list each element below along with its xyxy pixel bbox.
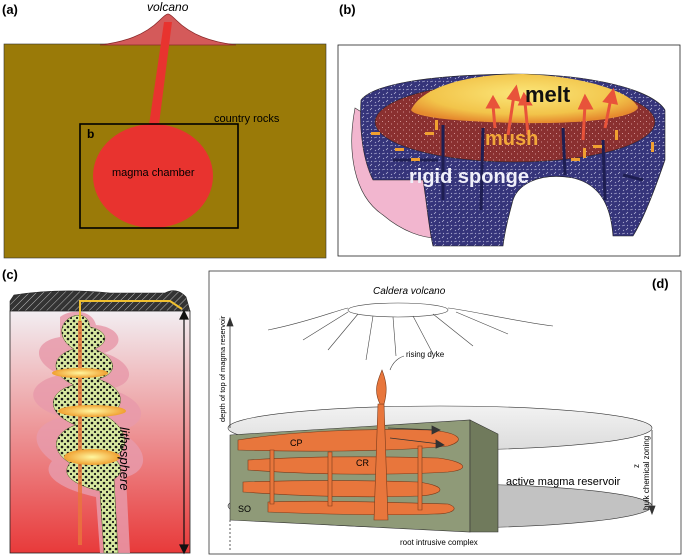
panel-b-label: (b) [339, 2, 356, 17]
panel-c-figure [9, 290, 191, 555]
magma-chamber-label: magma chamber [112, 167, 195, 179]
volcano-label: volcano [147, 0, 189, 14]
box-b-label: b [87, 127, 95, 141]
panel-b: (b) [333, 0, 685, 262]
panel-c-label: (c) [2, 267, 18, 282]
zoning-label: bulk chemical zoning [642, 435, 651, 510]
melt-label: melt [525, 82, 571, 107]
panel-d: (d) Caldera volcano rising dyke depth of… [208, 270, 683, 556]
panel-c: (c) [0, 265, 205, 558]
mush-label: mush [485, 128, 539, 150]
rigid-sponge-label: rigid sponge [409, 166, 529, 188]
z-label: z [632, 464, 641, 468]
depth-axis [226, 316, 234, 550]
panel-a-figure [3, 13, 327, 259]
panel-a-label: (a) [2, 2, 18, 17]
injection-arrows [387, 425, 445, 449]
rising-melt-arrows [485, 84, 619, 141]
country-rocks-label: country rocks [214, 113, 280, 125]
cr-label: CR [356, 458, 369, 468]
lithosphere-label: lithosphere [117, 427, 132, 491]
caldera-label: Caldera volcano [373, 286, 446, 297]
panel-d-figure [208, 270, 682, 555]
panel-a: (a) volcano b country rocks magma chambe… [0, 0, 330, 262]
root-complex-label: root intrusive complex [400, 538, 478, 547]
panel-d-label: (d) [652, 276, 669, 291]
cp-label: CP [290, 438, 303, 448]
lithosphere-depth-arrow [179, 309, 189, 555]
depth-axis-label: depth of top of magma reservoir [218, 315, 227, 422]
magma-conduit [148, 22, 172, 132]
so-label: SO [238, 504, 252, 514]
zoning-axis [648, 430, 656, 516]
magma-intrusions [237, 369, 463, 521]
melt-lens-1 [52, 368, 108, 378]
melt-pockets [371, 120, 654, 161]
zoom-box-b [79, 123, 239, 229]
magma-chamber [93, 124, 213, 228]
cutaway-side [469, 419, 499, 533]
dyke-leader [389, 355, 405, 371]
surface-dyke [79, 300, 183, 321]
panel-b-figure [337, 44, 681, 257]
rising-dyke-label: rising dyke [406, 350, 445, 359]
active-reservoir-label: active magma reservoir [506, 476, 621, 488]
caldera-sketch [267, 302, 554, 361]
melt-lens-3 [64, 449, 120, 465]
melt-lens-2 [58, 405, 126, 417]
melt-conduit [78, 321, 82, 545]
